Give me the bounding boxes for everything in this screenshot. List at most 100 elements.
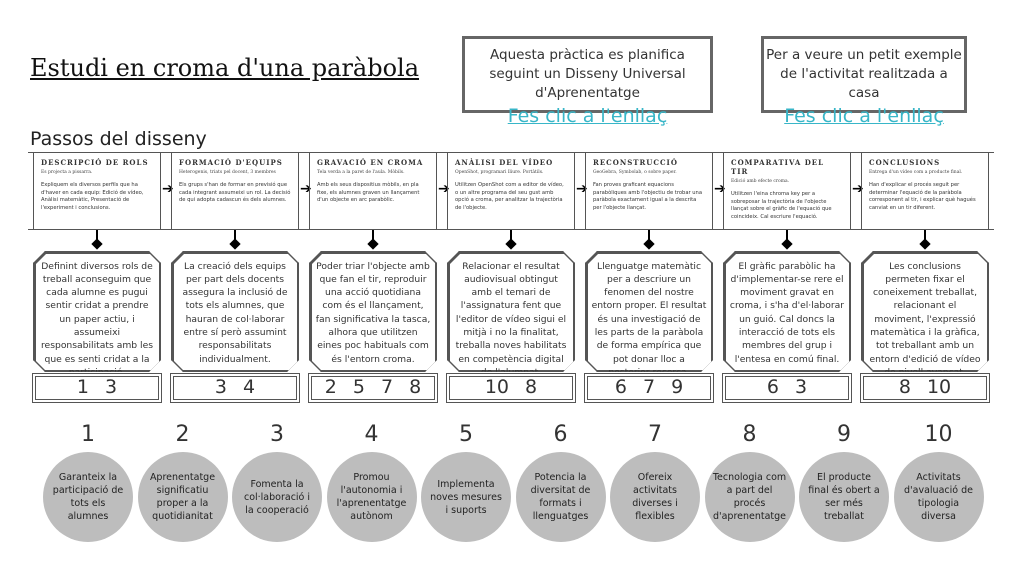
step-description: Han d'explicar el procés seguit per dete… [869, 182, 976, 211]
principle-number: 9 [837, 422, 851, 447]
step-title: GRAVACIÓ EN CROMA [317, 158, 424, 167]
diamond-icon [229, 238, 241, 250]
step-description: Amb els seus dispositius mòbils, en pla … [317, 182, 420, 203]
info-text: Aquesta pràctica es planifica seguint un… [489, 47, 686, 101]
udl-link[interactable]: Fes clic a l'enllaç [507, 105, 668, 127]
example-link[interactable]: Fes clic a l'enllaç [784, 105, 944, 127]
step-description: Els grups s'han de formar en previsió qu… [179, 182, 291, 203]
connector-line [510, 230, 512, 244]
step-detail: Poder triar l'objecte amb que fan el tir… [311, 253, 435, 370]
step-title: FORMACIÓ D'EQUIPS [179, 158, 283, 167]
principle-number: 8 [742, 422, 757, 447]
connector-line [234, 230, 236, 244]
step-detail-box: Poder triar l'objecte amb que fan el tir… [309, 251, 437, 372]
step-tools: Heterogenis, triats pel docent, 3 membre… [179, 170, 276, 175]
step-tools: GeoGebra, Symbolab, o sobre paper. [593, 170, 677, 175]
arrow-right-icon: ➔ [300, 181, 312, 197]
arrow-right-icon: ➔ [576, 181, 588, 197]
principle-circle: Fomenta la col·laboració i la cooperació [232, 452, 322, 542]
arrow-right-icon: ➔ [852, 181, 864, 197]
udl-info-box: Aquesta pràctica es planifica seguint un… [462, 36, 713, 126]
step-detail-box: Definint diversos rols de treball aconse… [33, 251, 161, 372]
principle-circle: Promou l'autonomia i l'aprenentatge autò… [326, 452, 417, 542]
diamond-icon [919, 238, 931, 250]
step-detail-box: El gràfic parabòlic ha d'implementar-se … [723, 251, 851, 372]
step-detail: Relacionar el resultat audiovisual obtin… [449, 253, 573, 372]
diamond-icon [781, 238, 793, 250]
section-title: Passos del disseny [30, 128, 207, 150]
step-detail-box: Relacionar el resultat audiovisual obtin… [447, 251, 575, 372]
step-detail: Les conclusions permeten fixar el coneix… [863, 253, 987, 372]
step-tools: Es projecta a pissarra. [41, 170, 93, 175]
step-description: Fan proves graficant equacions parabòliq… [593, 182, 703, 211]
step-principles: 3 4 [170, 373, 300, 403]
step-detail: La creació dels equips per part dels doc… [173, 253, 297, 370]
step-title: CONCLUSIONS [869, 158, 941, 167]
step-card: FORMACIÓ D'EQUIPS Heterogenis, triats pe… [166, 152, 304, 230]
connector-line [648, 230, 650, 244]
diamond-icon [367, 238, 379, 250]
info-text: Per a veure un petit exemple de l'activi… [766, 47, 962, 101]
principle-circle: El producte final és obert a ser més tre… [799, 452, 889, 542]
diamond-icon [505, 238, 517, 250]
step-principles: 6 7 9 [584, 373, 714, 403]
step-title: ANÀLISI DEL VÍDEO [455, 158, 554, 167]
step-title: RECONSTRUCCIÓ [593, 158, 678, 167]
step-card: ANÀLISI DEL VÍDEO OpenShot, programari l… [442, 152, 580, 230]
step-principles: 6 3 [722, 373, 852, 403]
principle-text: El producte final és obert a ser més tre… [808, 472, 880, 522]
principle-circle: Tecnologia com a part del procés d'apren… [704, 452, 795, 542]
step-description: Utilitzen OpenShot com a editor de vídeo… [455, 182, 564, 211]
diamond-icon [91, 238, 103, 250]
principle-number: 2 [175, 422, 190, 447]
step-card: GRAVACIÓ EN CROMA Tela verda a la paret … [304, 152, 442, 230]
step-principles: 2 5 7 8 [308, 373, 438, 403]
step-tools: Tela verda a la paret de l'aula. Mòbils. [317, 170, 405, 175]
diamond-icon [643, 238, 655, 250]
principle-text: Implementa noves mesures i suports [430, 478, 502, 516]
principle-circle: Aprenentatge significatiu proper a la qu… [137, 452, 228, 542]
step-card: CONCLUSIONS Entrega d'un vídeo com a pro… [856, 152, 994, 230]
principle-number: 7 [648, 422, 662, 447]
step-detail-box: La creació dels equips per part dels doc… [171, 251, 299, 372]
principle-text: Activitats d'avaluació de tipologia dive… [904, 472, 973, 522]
step-detail: El gràfic parabòlic ha d'implementar-se … [725, 253, 849, 370]
step-principles: 8 10 [860, 373, 990, 403]
step-description: Expliquem els diversos perfils que ha d'… [41, 182, 144, 211]
principle-number: 1 [81, 422, 95, 447]
step-title: DESCRIPCIÓ DE ROLS [41, 158, 149, 167]
step-card: COMPARATIVA DEL TIR Edició amb efecte cr… [718, 152, 856, 230]
page-title: Estudi en croma d'una paràbola [30, 54, 420, 82]
arrow-right-icon: ➔ [162, 181, 174, 197]
principle-circle: Garanteix la participació de tots els al… [43, 452, 133, 542]
step-card: DESCRIPCIÓ DE ROLS Es projecta a pissarr… [28, 152, 166, 230]
step-principles: 10 8 [446, 373, 576, 403]
step-description: Utilitzen l'eina chroma key per a sobrep… [731, 191, 832, 220]
principle-number: 3 [270, 422, 284, 447]
principle-text: Ofereix activitats diverses i flexibles [632, 472, 678, 522]
principle-circle: Implementa noves mesures i suports [421, 452, 511, 542]
principle-text: Aprenentatge significatiu proper a la qu… [149, 472, 216, 522]
principle-circle: Ofereix activitats diverses i flexibles [610, 452, 700, 542]
example-info-box: Per a veure un petit exemple de l'activi… [761, 36, 967, 126]
principle-text: Garanteix la participació de tots els al… [52, 472, 124, 522]
connector-line [924, 230, 926, 244]
step-tools: Edició amb efecte croma. [731, 179, 790, 184]
principle-circle: Potencia la diversitat de formats i llen… [515, 452, 606, 542]
step-tools: OpenShot, programari lliure. Portàtils. [455, 170, 544, 175]
step-detail: Definint diversos rols de treball aconse… [35, 253, 159, 372]
principle-number: 4 [364, 422, 379, 447]
step-detail-box: Les conclusions permeten fixar el coneix… [861, 251, 989, 372]
step-detail: Llenguatge matemàtic per a descriure un … [587, 253, 711, 372]
connector-line [786, 230, 788, 244]
principle-number: 10 [924, 422, 953, 447]
principle-circle: Activitats d'avaluació de tipologia dive… [893, 452, 984, 542]
principle-text: Tecnologia com a part del procés d'apren… [712, 472, 787, 522]
step-principles: 1 3 [32, 373, 162, 403]
principle-text: Potencia la diversitat de formats i llen… [530, 472, 591, 522]
principle-number: 6 [553, 422, 568, 447]
arrow-right-icon: ➔ [438, 181, 450, 197]
connector-line [372, 230, 374, 244]
arrow-right-icon: ➔ [714, 181, 726, 197]
step-card: RECONSTRUCCIÓ GeoGebra, Symbolab, o sobr… [580, 152, 718, 230]
